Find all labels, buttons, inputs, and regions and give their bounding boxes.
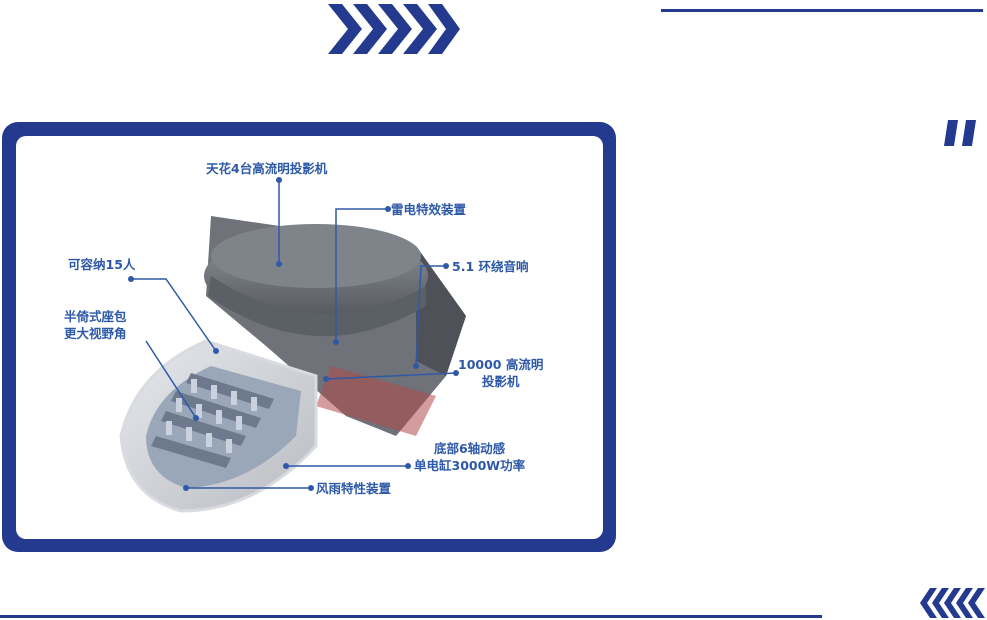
label-motion-line1: 底部6轴动感 — [433, 441, 506, 456]
chevrons-left-icon — [920, 588, 985, 618]
bottom-divider-line — [0, 615, 822, 618]
label-projector-line2: 投影机 — [481, 374, 520, 389]
label-motion: 底部6轴动感 单电缸3000W功率 — [414, 440, 525, 474]
label-seat: 半倚式座包 更大视野角 — [64, 308, 127, 342]
label-seat-line2: 更大视野角 — [64, 326, 127, 341]
top-divider-line — [661, 9, 983, 12]
label-thunder-effect: 雷电特效装置 — [391, 202, 467, 217]
quote-icon — [944, 120, 976, 146]
label-projector: 10000 高流明 投影机 — [458, 356, 543, 390]
chevrons-right-icon — [328, 4, 460, 54]
label-seat-line1: 半倚式座包 — [64, 309, 127, 324]
label-motion-line2: 单电缸3000W功率 — [414, 458, 526, 473]
label-wind-rain: 风雨特性装置 — [316, 481, 392, 496]
diagram-panel: 天花4台高流明投影机 雷电特效装置 5.1 环绕音响 可容纳15人 半倚式座包 … — [16, 136, 603, 539]
label-surround-sound: 5.1 环绕音响 — [452, 259, 529, 274]
label-capacity: 可容纳15人 — [68, 257, 136, 272]
simulator-illustration — [119, 177, 466, 513]
label-projector-line1: 10000 高流明 — [458, 357, 544, 372]
label-ceiling-projectors: 天花4台高流明投影机 — [206, 161, 328, 176]
